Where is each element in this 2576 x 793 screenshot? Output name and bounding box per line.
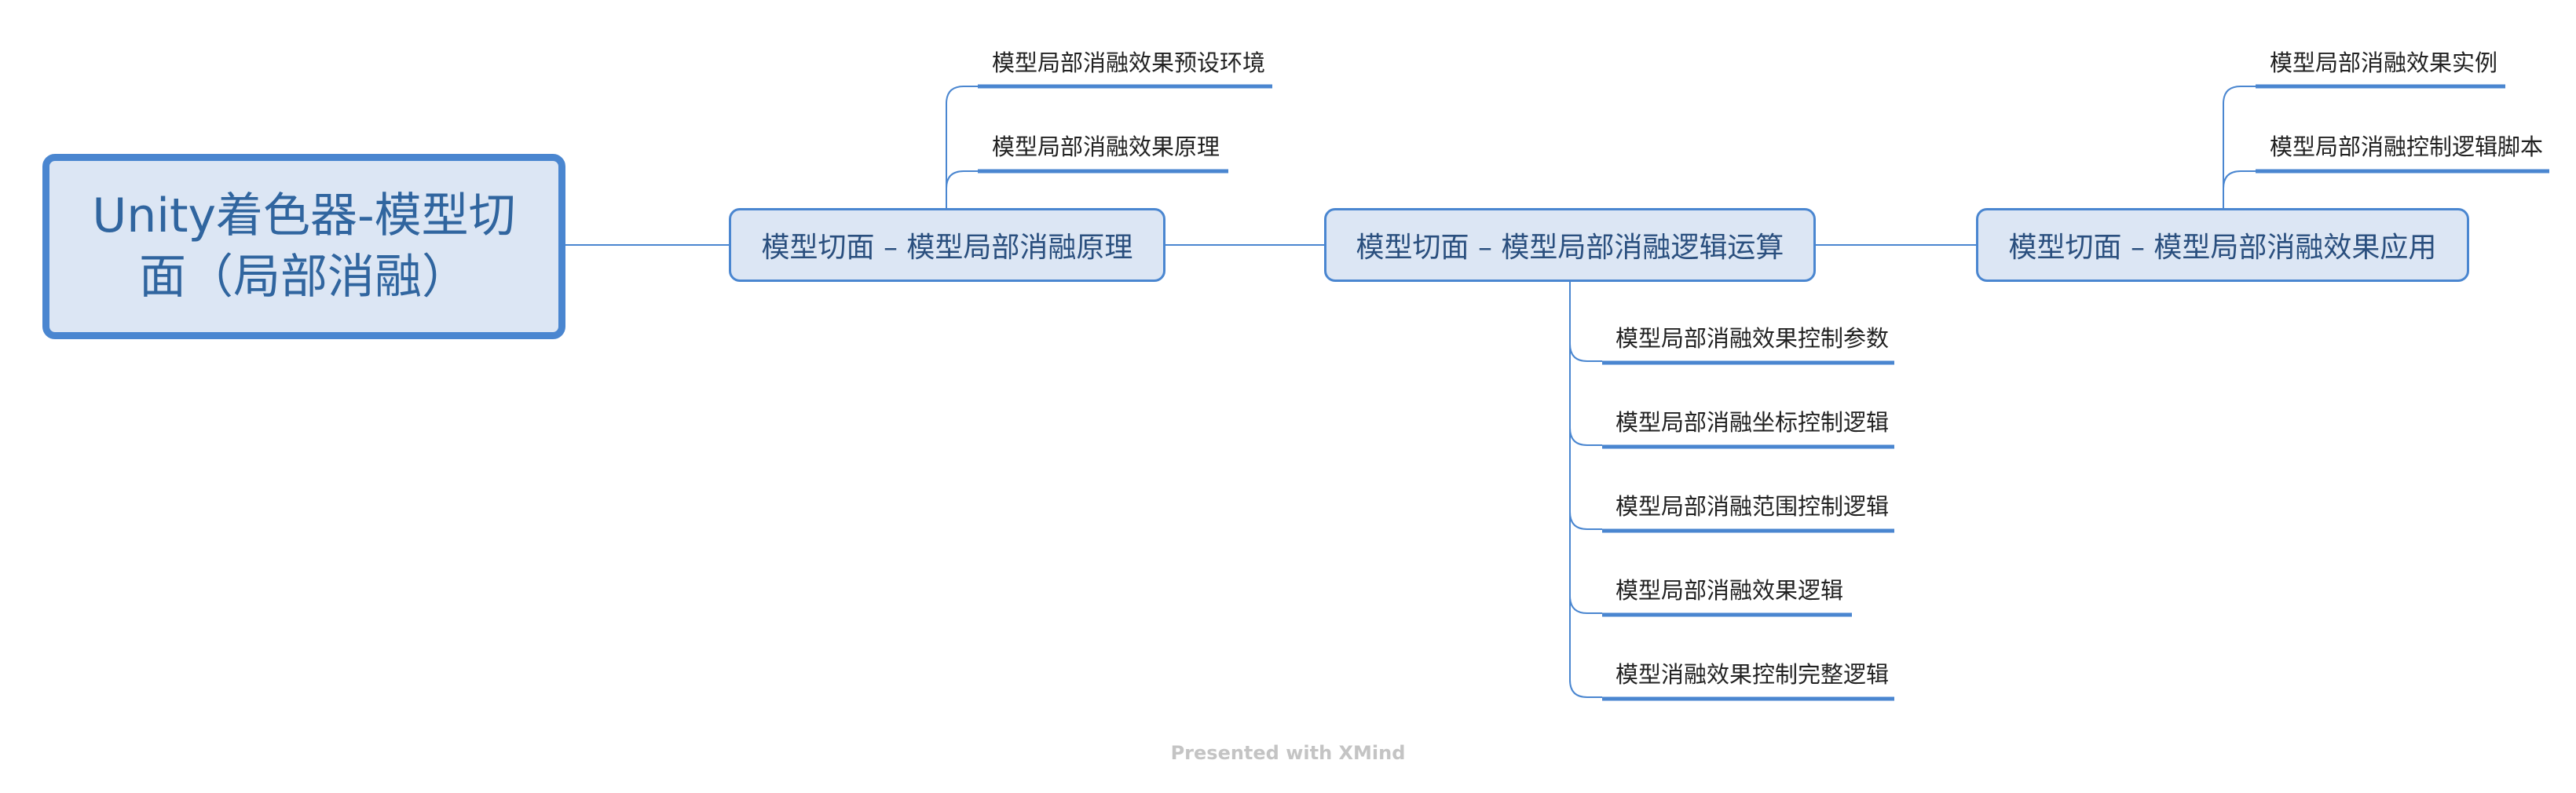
connector-topic2-child1 — [1569, 343, 1602, 362]
subtopic-label: 模型局部消融效果逻辑 — [1615, 577, 1844, 604]
subtopic-label: 模型局部消融效果控制参数 — [1615, 325, 1890, 352]
connector-topic2-child5 — [1569, 679, 1602, 698]
subtopic-label: 模型局部消融范围控制逻辑 — [1615, 493, 1890, 520]
connector-topic3-child1 — [2223, 86, 2256, 208]
subtopic-item[interactable]: 模型局部消融效果逻辑 — [1615, 575, 1843, 606]
topic-application[interactable]: 模型切面 – 模型局部消融效果应用 — [1976, 208, 2469, 282]
subtopic-item[interactable]: 模型局部消融范围控制逻辑 — [1615, 491, 1889, 522]
root-topic[interactable]: Unity着色器-模型切面（局部消融） — [42, 154, 565, 339]
subtopic-label: 模型局部消融效果预设环境 — [992, 49, 1266, 76]
subtopic-label: 模型局部消融效果原理 — [992, 133, 1220, 160]
connector-topic1-child1 — [946, 86, 978, 208]
subtopic-item[interactable]: 模型局部消融效果控制参数 — [1615, 323, 1889, 354]
connector-topic3-child2 — [2223, 170, 2256, 189]
connector-topic2-child2 — [1569, 427, 1602, 446]
topic-principle[interactable]: 模型切面 – 模型局部消融原理 — [729, 208, 1165, 282]
subtopic-item[interactable]: 模型局部消融坐标控制逻辑 — [1615, 407, 1889, 438]
watermark-footer: Presented with XMind — [1170, 742, 1406, 764]
subtopic-label: 模型局部消融控制逻辑脚本 — [2270, 133, 2544, 160]
topic-principle-label: 模型切面 – 模型局部消融原理 — [761, 232, 1133, 264]
subtopic-label: 模型消融效果控制完整逻辑 — [1615, 661, 1890, 688]
subtopic-item[interactable]: 模型局部消融控制逻辑脚本 — [2270, 131, 2543, 163]
subtopic-label: 模型局部消融效果实例 — [2270, 49, 2498, 76]
topic-application-label: 模型切面 – 模型局部消融效果应用 — [2008, 232, 2437, 264]
topic-logic-label: 模型切面 – 模型局部消融逻辑运算 — [1356, 232, 1784, 264]
subtopic-item[interactable]: 模型局部消融效果原理 — [992, 131, 1220, 163]
connector-topic2-child3 — [1569, 511, 1602, 530]
topic-logic[interactable]: 模型切面 – 模型局部消融逻辑运算 — [1324, 208, 1816, 282]
subtopic-label: 模型局部消融坐标控制逻辑 — [1615, 409, 1890, 436]
subtopic-item[interactable]: 模型局部消融效果实例 — [2270, 47, 2497, 79]
subtopic-item[interactable]: 模型消融效果控制完整逻辑 — [1615, 659, 1889, 690]
connector-topic2-child4 — [1569, 595, 1602, 614]
connector-topic1-child2 — [946, 170, 978, 189]
root-topic-label: Unity着色器-模型切面（局部消融） — [92, 188, 516, 305]
subtopic-item[interactable]: 模型局部消融效果预设环境 — [992, 47, 1265, 79]
